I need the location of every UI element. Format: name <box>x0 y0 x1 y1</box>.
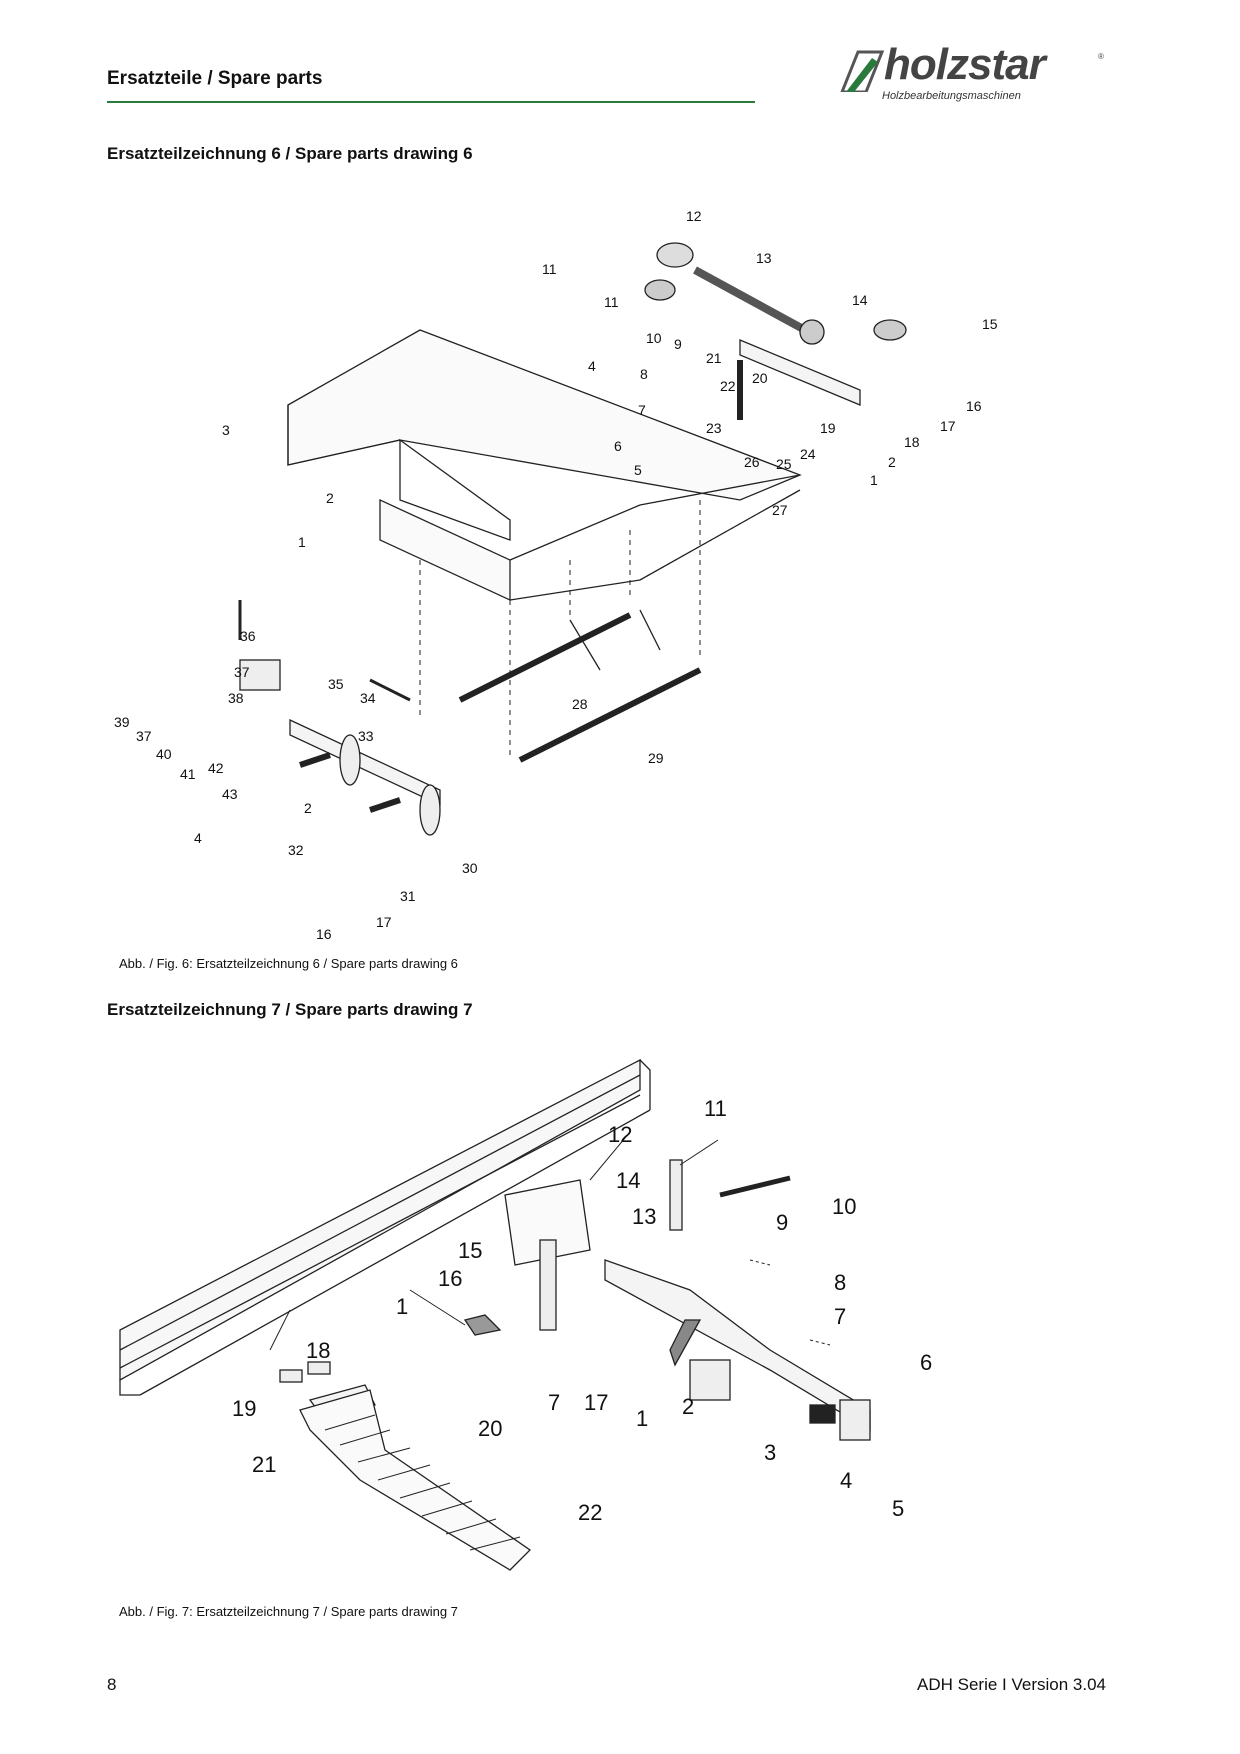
drawing-6-labels: 11 12 <box>542 200 628 277</box>
drawing-7-caption: Abb. / Fig. 7: Ersatzteilzeichnung 7 / S… <box>119 1604 458 1619</box>
part-label-7-5: 5 <box>892 1496 905 1521</box>
part-label-18: 18 <box>904 434 920 450</box>
part-label-43: 43 <box>222 786 238 802</box>
part-label-42: 42 <box>208 760 224 776</box>
part-label-17-lower: 17 <box>376 914 392 930</box>
part-label-14: 14 <box>852 292 868 308</box>
spare-parts-drawing-6: 11 12 <box>238 200 907 836</box>
part-label-7: 7 <box>638 402 646 418</box>
logo-text: holzstar <box>884 40 1046 89</box>
header-rule <box>107 101 755 103</box>
part-label-7-7-b: 7 <box>548 1390 561 1415</box>
part-label-16: 16 <box>966 398 982 414</box>
part-label-28: 28 <box>572 696 588 712</box>
part-label-25: 25 <box>776 456 792 472</box>
part-label-7-18: 18 <box>306 1338 331 1363</box>
part-label-1-left: 1 <box>298 534 306 550</box>
part-label-4: 4 <box>588 358 596 374</box>
part-label-10: 10 <box>646 330 662 346</box>
part-label-7-10: 10 <box>832 1194 857 1219</box>
part-label-19: 19 <box>820 420 836 436</box>
part-label-7-20: 20 <box>478 1416 503 1441</box>
part-label-3: 3 <box>222 422 230 438</box>
part-label-11: 11 <box>604 294 619 310</box>
part-label-41: 41 <box>180 766 196 782</box>
part-label-27: 27 <box>772 502 788 518</box>
part-label: 12 <box>612 200 628 203</box>
doc-version: ADH Serie I Version 3.04 <box>917 1675 1106 1694</box>
part-label-7-2: 2 <box>682 1394 695 1419</box>
part-label-7-1-b: 1 <box>636 1406 649 1431</box>
part-label-7-22: 22 <box>578 1500 603 1525</box>
part-label-7-12: 12 <box>608 1122 633 1147</box>
part-label-7-17: 17 <box>584 1390 609 1415</box>
part-label-7-7-a: 7 <box>834 1304 847 1329</box>
drawing-7-title: Ersatzteilzeichnung 7 / Spare parts draw… <box>107 1000 473 1019</box>
logo-subtitle: Holzbearbeitungsmaschinen <box>882 90 1021 102</box>
part-label-7-6: 6 <box>920 1350 933 1375</box>
part-label-7-9: 9 <box>776 1210 789 1235</box>
part-label-4-lower: 4 <box>194 830 202 846</box>
part-label-7-1-a: 1 <box>396 1294 409 1319</box>
part-label-29: 29 <box>648 750 664 766</box>
part-label-2-top: 2 <box>888 454 896 470</box>
part-label-7-19: 19 <box>232 1396 257 1421</box>
part-label-33: 33 <box>358 728 374 744</box>
part-label-2-lower: 2 <box>304 800 312 816</box>
part-label-37-b: 37 <box>136 728 152 744</box>
part-label-22: 22 <box>720 378 736 394</box>
part-label-5: 5 <box>634 462 642 478</box>
part-label-20: 20 <box>752 370 768 386</box>
part-label-6: 6 <box>614 438 622 454</box>
part-label-7-8: 8 <box>834 1270 847 1295</box>
part-label-8: 8 <box>640 366 648 382</box>
part-label-21: 21 <box>706 350 722 366</box>
drawing-6-caption: Abb. / Fig. 6: Ersatzteilzeichnung 6 / S… <box>119 956 458 971</box>
part-label-37-a: 37 <box>234 664 250 680</box>
part-label-16-lower: 16 <box>316 926 332 942</box>
part-label-7-13: 13 <box>632 1204 657 1229</box>
part-label-15: 15 <box>982 316 998 332</box>
part-label-35: 35 <box>328 676 344 692</box>
part-label-40: 40 <box>156 746 172 762</box>
holzstar-logo: holzstar Holzbearbeitungsmaschinen ® <box>838 40 1108 106</box>
part-label-32: 32 <box>288 842 304 858</box>
part-label-26: 26 <box>744 454 760 470</box>
part-label-12: 12 <box>686 208 702 224</box>
logo-registered: ® <box>1098 52 1104 61</box>
part-label-7-21: 21 <box>252 1452 277 1477</box>
part-label-31: 31 <box>400 888 416 904</box>
part-label-7-11: 11 <box>704 1096 727 1121</box>
part-label-13: 13 <box>756 250 772 266</box>
part-label-17: 17 <box>940 418 956 434</box>
part-label-38: 38 <box>228 690 244 706</box>
part-label-34: 34 <box>360 690 376 706</box>
part-label-36: 36 <box>240 628 256 644</box>
drawing-6-title: Ersatzteilzeichnung 6 / Spare parts draw… <box>107 144 473 163</box>
part-label-1-top: 1 <box>870 472 878 488</box>
spare-parts-drawing-7 <box>119 1058 871 1571</box>
part-label-7-3: 3 <box>764 1440 777 1465</box>
part-label-7-4: 4 <box>840 1468 853 1493</box>
part-label-30: 30 <box>462 860 478 876</box>
part-label-2-left: 2 <box>326 490 334 506</box>
part-label-7-16: 16 <box>438 1266 463 1291</box>
part-label-24: 24 <box>800 446 816 462</box>
part-label-7-15: 15 <box>458 1238 483 1263</box>
part-label-23: 23 <box>706 420 722 436</box>
page-number: 8 <box>107 1675 117 1694</box>
part-label-39: 39 <box>114 714 130 730</box>
part-label-7-14: 14 <box>616 1168 641 1193</box>
page-header-title: Ersatzteile / Spare parts <box>107 68 323 89</box>
logo-mark-icon <box>840 50 885 92</box>
part-label-9: 9 <box>674 336 682 352</box>
part-label: 11 <box>542 261 557 277</box>
